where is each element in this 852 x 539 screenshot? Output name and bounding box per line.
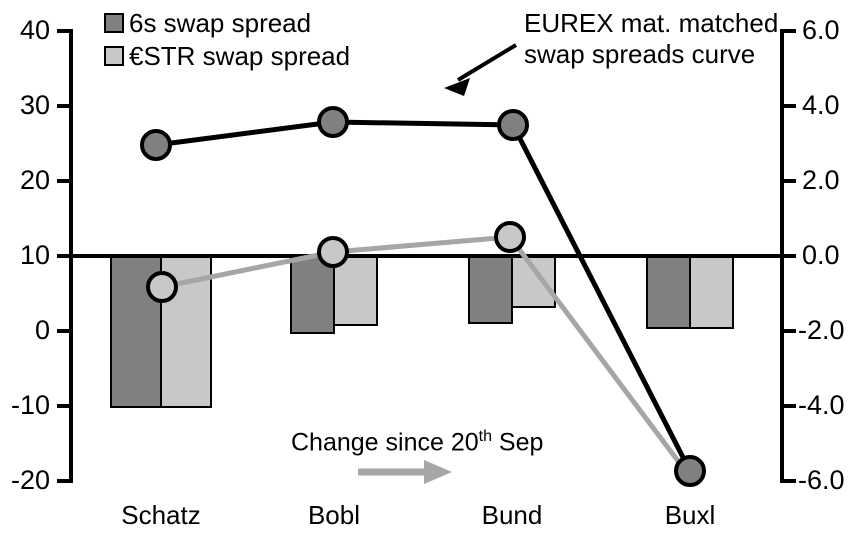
black-line-path xyxy=(155,119,693,473)
bar-bobl-estr xyxy=(333,256,378,326)
right-axis-tick-label: 4.0 xyxy=(802,90,840,120)
bar-bobl-6s xyxy=(290,256,335,334)
black-marker-bund xyxy=(497,109,529,141)
black-marker-bobl xyxy=(317,106,349,138)
left-axis-tick-label: -20 xyxy=(10,465,50,495)
right-tick-0 xyxy=(772,254,796,258)
left-axis-tick-label: 10 xyxy=(19,240,50,270)
category-label-schatz: Schatz xyxy=(121,500,201,530)
category-label-bobl: Bobl xyxy=(307,500,361,530)
left-axis-tick-label: -10 xyxy=(10,390,50,420)
legend-item-estr: €STR swap spread xyxy=(104,39,350,72)
left-axis-tick-label: 0 xyxy=(34,315,50,345)
right-tick-n6 xyxy=(780,479,796,483)
right-axis-tick-label: -4.0 xyxy=(798,390,845,420)
right-tick-n4 xyxy=(780,404,796,408)
left-tick-n20 xyxy=(57,479,73,483)
left-tick-30 xyxy=(57,104,73,108)
right-tick-2 xyxy=(780,179,796,183)
right-tick-4 xyxy=(780,104,796,108)
bar-bund-estr xyxy=(511,256,556,308)
legend-item-6s: 6s swap spread xyxy=(104,6,350,39)
legend-swatch-icon xyxy=(104,12,124,33)
curve-annotation-line1: EUREX mat. matched xyxy=(524,8,779,38)
curve-annotation-line2: swap spreads curve xyxy=(524,38,756,69)
category-label-bund: Bund xyxy=(481,500,543,530)
left-tick-n10 xyxy=(57,404,73,408)
annotation-arrow xyxy=(444,43,518,96)
right-axis-tick-label: -2.0 xyxy=(798,315,845,345)
left-axis-tick-label: 30 xyxy=(19,90,50,120)
curve-annotation: EUREX mat. matched swap spreads curve xyxy=(524,8,778,69)
right-axis-tick-label: 2.0 xyxy=(802,165,840,195)
legend-swatch-icon xyxy=(104,45,124,66)
right-axis-tick-label: -6.0 xyxy=(798,465,845,495)
bar-schatz-estr xyxy=(160,256,212,408)
right-tick-6 xyxy=(780,29,796,33)
bar-buxl-6s xyxy=(646,256,691,329)
change-note-arrow xyxy=(358,460,452,484)
left-axis-tick-label: 20 xyxy=(19,165,50,195)
change-note-sup: th xyxy=(478,428,492,445)
change-note: Change since 20th Sep xyxy=(291,428,543,457)
legend-label: 6s swap spread xyxy=(129,7,312,38)
left-tick-40 xyxy=(57,29,73,33)
left-axis-tick-label: 40 xyxy=(19,15,50,45)
change-note-tail: Sep xyxy=(491,428,544,457)
bar-bund-6s xyxy=(468,256,513,324)
black-marker-schatz xyxy=(140,129,172,161)
right-tick-n2 xyxy=(780,329,796,333)
legend-label: €STR swap spread xyxy=(129,40,351,71)
category-label-buxl: Buxl xyxy=(664,500,716,530)
left-tick-10 xyxy=(57,254,73,258)
left-tick-0 xyxy=(57,329,73,333)
legend: 6s swap spread €STR swap spread xyxy=(104,6,350,72)
bar-buxl-estr xyxy=(689,256,734,329)
gray-marker-bund xyxy=(494,221,526,253)
bar-schatz-6s xyxy=(110,256,162,408)
change-note-main: Change since 20 xyxy=(291,428,479,457)
black-marker-buxl xyxy=(674,455,706,487)
right-axis-tick-label: 0.0 xyxy=(802,240,840,270)
right-axis-tick-label: 6.0 xyxy=(802,15,840,45)
left-tick-20 xyxy=(57,179,73,183)
